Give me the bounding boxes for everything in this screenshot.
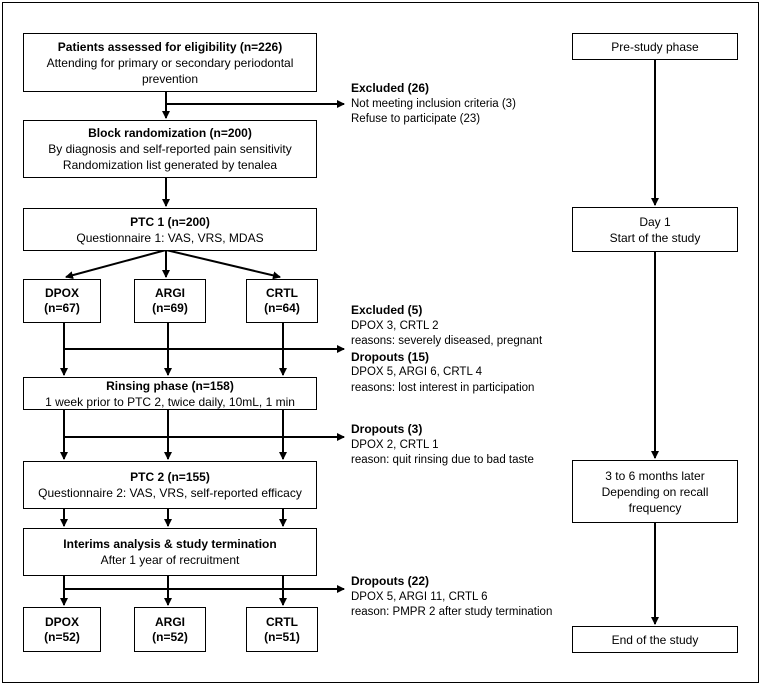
group-dpox-start: DPOX (n=67) <box>23 279 101 323</box>
note-line: reasons: lost interest in participation <box>351 381 535 394</box>
arrow-ptc1-to-crtl <box>165 249 281 280</box>
note-line: reasons: severely diseased, pregnant <box>351 335 543 347</box>
interim-box: Interims analysis & study termination Af… <box>23 528 317 576</box>
interim-title: Interims analysis & study termination <box>63 537 277 551</box>
note-line: DPOX 2, CRTL 1 <box>351 438 439 451</box>
timeline-prestudy: Pre-study phase <box>572 33 738 60</box>
ptc1-title: PTC 1 (n=200) <box>130 214 210 229</box>
group-argi-end: ARGI (n=52) <box>134 607 206 652</box>
timeline-day1: Day 1 Start of the study <box>572 207 738 252</box>
group-n: (n=69) <box>152 301 188 315</box>
eligibility-line1: Attending for primary or secondary perio… <box>46 55 294 70</box>
group-n: (n=52) <box>44 629 80 644</box>
ptc2-box: PTC 2 (n=155) Questionnaire 2: VAS, VRS,… <box>23 461 317 509</box>
note-heading: Dropouts (22) <box>351 574 429 588</box>
timeline-label: Start of the study <box>609 230 701 245</box>
randomization-line2: Randomization list generated by tenalea <box>62 158 278 172</box>
note-line: DPOX 3, CRTL 2 <box>351 319 439 332</box>
timeline-months: 3 to 6 months later Depending on recall … <box>572 460 738 523</box>
note-heading: Dropouts (15) <box>351 349 429 364</box>
rinsing-box: Rinsing phase (n=158) 1 week prior to PT… <box>23 377 317 410</box>
group-crtl-start: CRTL (n=64) <box>246 279 318 323</box>
ptc1-line1: Questionnaire 1: VAS, VRS, MDAS <box>76 230 264 245</box>
timeline-label: End of the study <box>611 632 699 647</box>
timeline-label: Pre-study phase <box>611 39 699 54</box>
ptc2-title: PTC 2 (n=155) <box>130 470 210 484</box>
arrow-ptc1-to-dpox <box>65 249 167 280</box>
timeline-label: Day 1 <box>639 214 671 229</box>
interim-line1: After 1 year of recruitment <box>100 553 240 567</box>
eligibility-title: Patients assessed for eligibility (n=226… <box>57 39 283 54</box>
dropouts-note-2: Dropouts (3) DPOX 2, CRTL 1 reason: quit… <box>351 422 534 469</box>
group-crtl-end: CRTL (n=51) <box>246 607 318 652</box>
group-name: DPOX <box>44 614 79 629</box>
group-dpox-end: DPOX (n=52) <box>23 607 101 652</box>
excluded-note-1: Excluded (26) Not meeting inclusion crit… <box>351 81 516 128</box>
ptc1-box: PTC 1 (n=200) Questionnaire 1: VAS, VRS,… <box>23 208 317 251</box>
timeline-label: Depending on recall <box>601 484 709 499</box>
eligibility-box: Patients assessed for eligibility (n=226… <box>23 33 317 92</box>
ptc2-line1: Questionnaire 2: VAS, VRS, self-reported… <box>38 486 302 500</box>
group-argi-start: ARGI (n=69) <box>134 279 206 323</box>
group-name: CRTL <box>266 614 298 629</box>
note-line: reason: quit rinsing due to bad taste <box>351 454 534 466</box>
note-line: Refuse to participate (23) <box>351 113 481 125</box>
dropouts-note-3: Dropouts (22) DPOX 5, ARGI 11, CRTL 6 re… <box>351 574 552 621</box>
note-line: Not meeting inclusion criteria (3) <box>351 97 516 110</box>
note-line: reason: PMPR 2 after study termination <box>351 606 553 618</box>
excluded-note-2: Excluded (5) DPOX 3, CRTL 2 reasons: sev… <box>351 303 542 396</box>
randomization-title: Block randomization (n=200) <box>88 126 252 140</box>
group-name: ARGI <box>155 614 185 629</box>
timeline-label: 3 to 6 months later <box>605 468 705 483</box>
note-heading: Dropouts (3) <box>351 422 423 436</box>
group-n: (n=64) <box>264 301 300 315</box>
note-heading: Excluded (5) <box>351 303 423 317</box>
note-heading: Excluded (26) <box>351 81 430 95</box>
randomization-line1: By diagnosis and self-reported pain sens… <box>48 142 292 156</box>
randomization-box: Block randomization (n=200) By diagnosis… <box>23 120 317 178</box>
note-line: DPOX 5, ARGI 11, CRTL 6 <box>351 590 488 603</box>
group-n: (n=67) <box>44 301 80 315</box>
rinsing-line1: 1 week prior to PTC 2, twice daily, 10mL… <box>45 394 295 409</box>
note-line: DPOX 5, ARGI 6, CRTL 4 <box>351 366 483 378</box>
eligibility-line2: prevention <box>141 71 199 86</box>
group-n: (n=52) <box>152 629 188 644</box>
group-name: ARGI <box>155 286 185 300</box>
timeline-label: frequency <box>628 500 682 515</box>
timeline-end: End of the study <box>572 626 738 653</box>
group-name: CRTL <box>266 286 298 300</box>
rinsing-title: Rinsing phase (n=158) <box>106 378 234 393</box>
group-n: (n=51) <box>264 629 300 644</box>
group-name: DPOX <box>44 286 79 300</box>
